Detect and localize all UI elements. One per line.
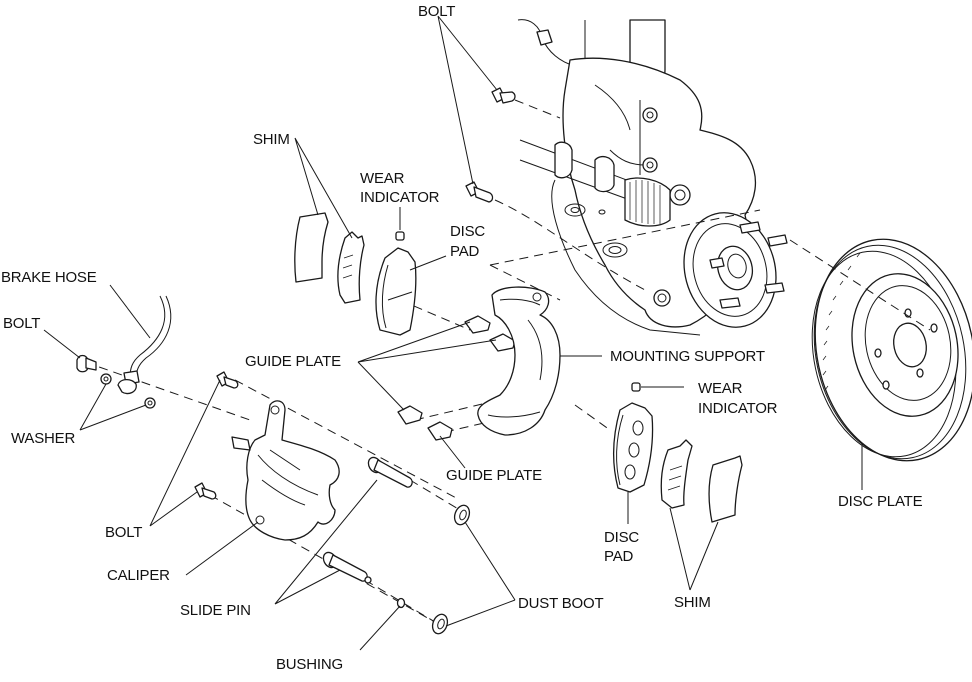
guide-plate-1 (464, 315, 491, 334)
guide-plate-3 (397, 405, 423, 425)
bolt-caliper-upper (216, 371, 239, 389)
wear-indicator-lower (631, 382, 641, 392)
label-bushing: BUSHING (276, 656, 343, 673)
label-disc-pad-bottom-line1: DISC (604, 529, 640, 546)
label-disc-pad-top-line2: PAD (450, 243, 480, 260)
label-brake-hose: BRAKE HOSE (1, 269, 97, 286)
slide-pin-lower (322, 551, 372, 584)
label-washer: WASHER (11, 430, 76, 447)
bolt-caliper-lower (194, 482, 217, 500)
shim-lower-outer (708, 455, 743, 523)
disc-pad-upper (375, 247, 417, 336)
slide-pin-upper (367, 456, 413, 488)
washer-2 (144, 397, 156, 409)
label-bolt-hose: BOLT (3, 315, 41, 332)
label-mounting-support: MOUNTING SUPPORT (610, 348, 765, 365)
guide-plate-2 (489, 333, 516, 352)
shim-upper-outer (294, 212, 329, 283)
label-bolt-caliper: BOLT (105, 524, 143, 541)
washer-1 (100, 373, 112, 385)
label-disc-pad-top-line1: DISC (450, 223, 486, 240)
label-disc-plate: DISC PLATE (838, 493, 923, 510)
label-caliper: CALIPER (107, 567, 170, 584)
steering-knuckle-assembly (517, 19, 788, 336)
bolt-hose (76, 354, 97, 373)
guide-plate-4 (427, 421, 453, 441)
shim-lower-inner (660, 439, 693, 509)
brake-hose (117, 295, 172, 395)
wear-indicator-upper (395, 231, 405, 241)
label-bolt-top: BOLT (418, 3, 456, 20)
dust-boot-upper (453, 504, 471, 526)
label-guide-plate-lower: GUIDE PLATE (446, 467, 542, 484)
label-shim-bottom: SHIM (674, 594, 711, 611)
label-guide-plate-upper: GUIDE PLATE (245, 353, 341, 370)
disc-pad-lower (613, 402, 654, 493)
label-wear-indicator-top-line2: INDICATOR (360, 189, 440, 206)
label-slide-pin: SLIDE PIN (180, 602, 251, 619)
disc-plate (811, 238, 972, 462)
leader-lines (43, 15, 863, 651)
label-shim-top: SHIM (253, 131, 290, 148)
caliper (231, 400, 340, 541)
label-wear-indicator-right-line1: WEAR (698, 380, 743, 397)
label-disc-pad-bottom-line2: PAD (604, 548, 634, 565)
label-wear-indicator-right-line2: INDICATOR (698, 400, 778, 417)
bushing (396, 597, 406, 609)
bolt-top-upper (491, 87, 516, 104)
label-wear-indicator-top-line1: WEAR (360, 170, 405, 187)
dust-boot-lower (431, 613, 449, 635)
label-dust-boot: DUST BOOT (518, 595, 604, 612)
bolt-top-lower (465, 181, 494, 203)
alignment-lines (84, 99, 931, 626)
mounting-support (477, 286, 561, 436)
shim-upper-inner (337, 231, 365, 304)
